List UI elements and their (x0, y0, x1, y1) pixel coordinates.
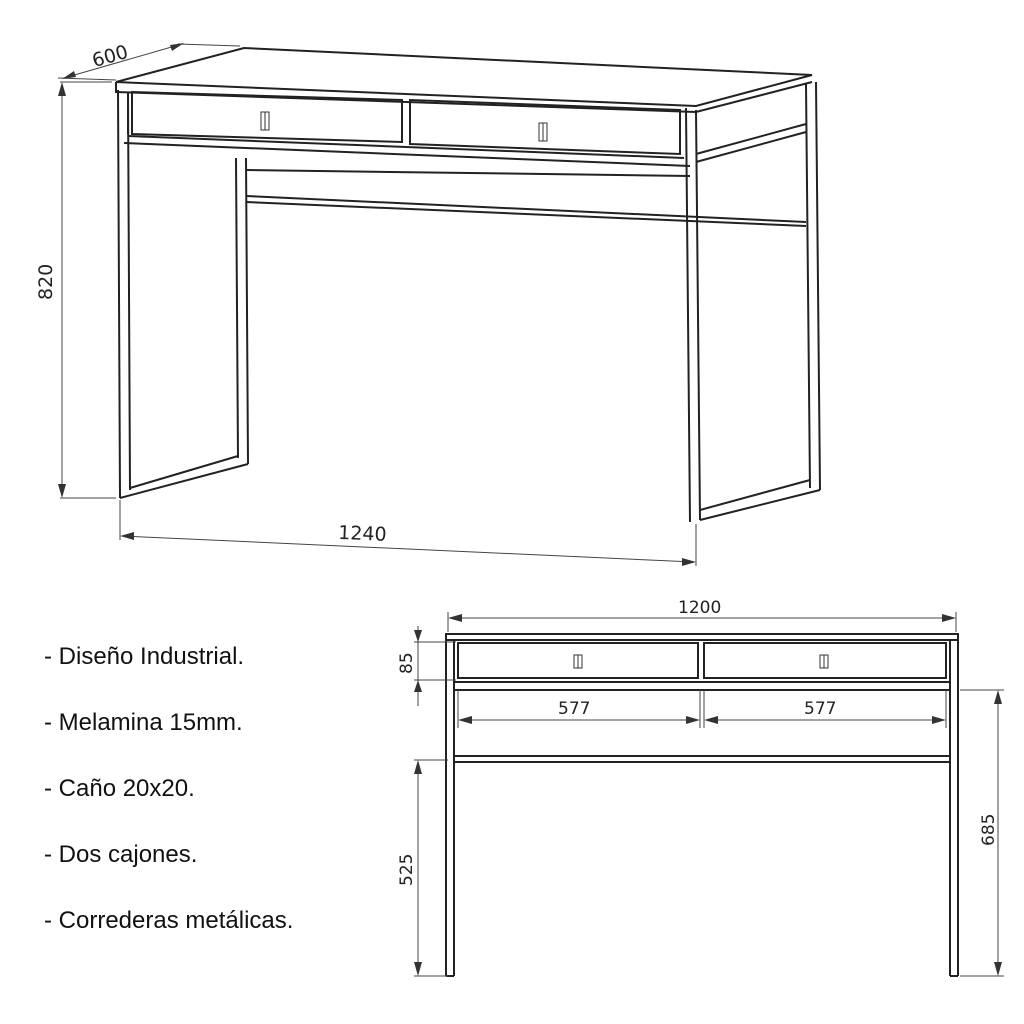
dimension-lower-height-label: 525 (397, 854, 417, 886)
dimension-height-label: 820 (35, 264, 57, 300)
dimension-drawer-height: 85 (397, 626, 456, 706)
front-top-board (445, 633, 959, 641)
dimension-leg-height: 685 (960, 689, 1004, 977)
isometric-desk-view: 600 820 1240 (35, 41, 821, 566)
left-leg-frame (117, 89, 249, 499)
dimension-drawer-right-width-label: 577 (804, 699, 836, 719)
dimension-height: 820 (35, 81, 116, 499)
feature-item: - Melamina 15mm. (44, 709, 243, 736)
dimension-front-width-label: 1200 (678, 598, 721, 618)
dimension-front-width: 1200 (447, 598, 957, 632)
drawer-handle-icon-front-left (573, 654, 583, 669)
dimension-drawer-height-label: 85 (397, 652, 417, 674)
dimension-width-label: 1240 (338, 522, 387, 546)
front-legs (445, 640, 959, 977)
drawer-handle-icon-front-right (819, 654, 829, 669)
dimension-depth-label: 600 (90, 41, 131, 72)
front-drawer-left (457, 642, 699, 679)
dimension-drawer-left-width: 577 (457, 690, 701, 728)
dimension-width: 1240 (119, 500, 697, 566)
feature-item: - Caño 20x20. (44, 775, 195, 802)
front-desk-view: 1200 85 577 577 (397, 598, 1004, 977)
drawer-box (123, 90, 691, 177)
drawer-handle-icon-right (538, 122, 548, 142)
back-rail (245, 195, 807, 227)
feature-item: - Diseño Industrial. (44, 643, 245, 670)
feature-item: - Dos cajones. (44, 841, 198, 868)
feature-item: - Correderas metálicas. (44, 907, 294, 934)
drawer-handle-icon-left (260, 111, 270, 131)
dimension-leg-height-label: 685 (979, 814, 999, 846)
desk-top (115, 46, 813, 114)
dimension-drawer-left-width-label: 577 (558, 699, 590, 719)
right-leg-frame (685, 81, 821, 523)
dimension-drawer-right-width: 577 (703, 690, 947, 728)
dimension-lower-height: 525 (397, 759, 448, 977)
front-drawer-right (703, 642, 947, 679)
feature-list: - Diseño Industrial. - Melamina 15mm. - … (44, 640, 293, 970)
